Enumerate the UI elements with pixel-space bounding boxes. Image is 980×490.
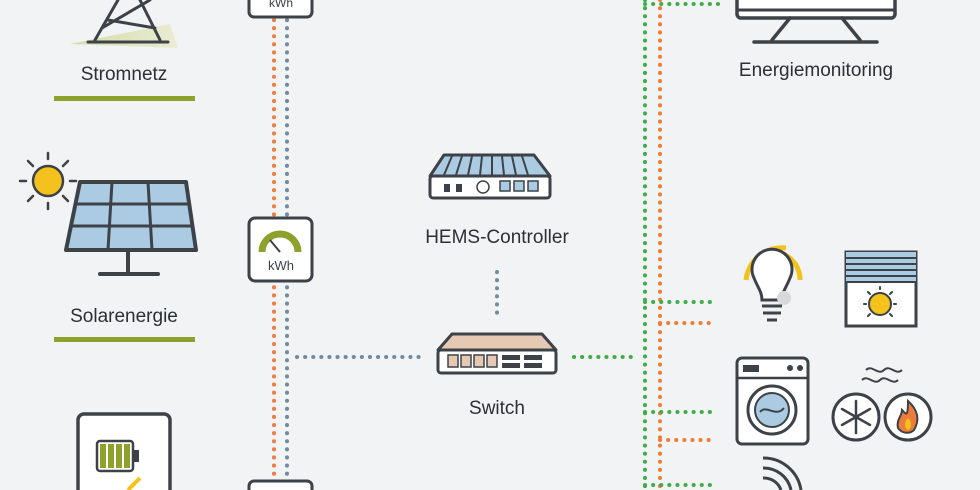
battery-icon (76, 412, 172, 490)
meter-top-unit: kWh (269, 0, 293, 10)
energy-meter-icon: kWh (247, 216, 314, 283)
window-blind-icon (844, 250, 918, 328)
meter-middle-unit: kWh (268, 258, 294, 273)
label-solarenergie: Solarenergie (70, 306, 178, 327)
label-energiemonitoring: Energiemonitoring (738, 60, 894, 81)
energy-meter-bottom (247, 479, 314, 490)
heat-pump-icon (831, 367, 933, 442)
underline-stromnetz (54, 96, 195, 101)
hems-controller-icon (428, 153, 552, 200)
solar-panel-icon (64, 180, 198, 276)
sun-icon (18, 151, 78, 211)
label-stromnetz: Stromnetz (80, 64, 168, 85)
monitor-icon (735, 0, 897, 44)
underline-solarenergie (54, 337, 195, 342)
label-switch: Switch (469, 398, 525, 419)
energy-meter-top: kWh (247, 0, 314, 19)
washing-machine-icon (735, 356, 810, 446)
wifi-signal-icon (762, 456, 803, 490)
power-pylon-icon (70, 0, 178, 48)
network-switch-icon (436, 332, 558, 375)
light-bulb-icon (743, 245, 803, 322)
label-hems-controller: HEMS-Controller (425, 227, 569, 248)
